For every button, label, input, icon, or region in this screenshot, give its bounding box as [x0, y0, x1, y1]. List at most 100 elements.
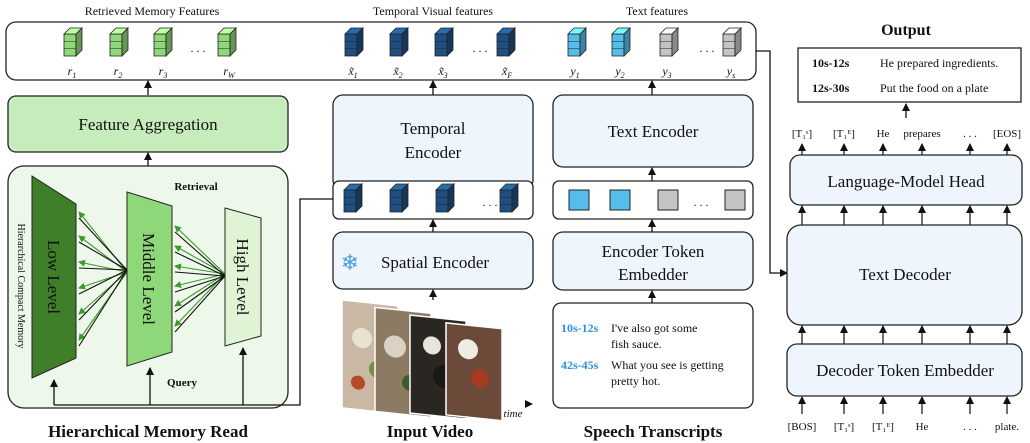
high-level-memory-block — [224, 207, 262, 347]
speech-transcripts-caption: Speech Transcripts — [584, 422, 723, 441]
mid-black-link-6 — [174, 275, 226, 333]
mid-black-link-4 — [174, 275, 226, 293]
temporal-feature-cubes — [344, 27, 516, 57]
middle-level-label: Middle Level — [139, 233, 158, 325]
low-black-link-4 — [78, 269, 128, 295]
input-token-5: . . . — [963, 421, 977, 433]
mid-black-link-2 — [174, 251, 226, 277]
time-axis-arrowhead — [525, 400, 533, 408]
low-green-link-3 — [78, 259, 128, 273]
temporal-label-3: x̃3 — [437, 64, 447, 80]
features-to-decoder-route — [756, 50, 788, 277]
middle-level-memory-block — [126, 191, 173, 367]
text-decoder-box — [786, 224, 1023, 326]
temporal-ellipsis: . . . — [473, 41, 488, 55]
video-token-ellipsis: . . . — [483, 195, 498, 209]
predicted-token-row: [T₁ˢ] [T₁ᴱ] He prepares . . . [EOS] — [792, 128, 1021, 140]
output-1-time: 10s-12s — [812, 56, 850, 70]
input-token-4: He — [916, 421, 929, 433]
language-model-head-box — [789, 154, 1023, 206]
text-token-square-3 — [657, 189, 679, 211]
temporal-encoder-line2: Encoder — [405, 143, 462, 162]
temporal-cube-3 — [434, 27, 454, 57]
temporal-header: Temporal Visual features — [373, 4, 494, 18]
top-feature-panel: Retrieved Memory Features Temporal Visua… — [5, 4, 757, 81]
video-frames — [341, 299, 503, 422]
predicted-token-4: prepares — [903, 128, 940, 140]
text-label-1: y1 — [569, 64, 579, 80]
predicted-token-5: . . . — [963, 128, 977, 140]
hierarchical-memory-read-caption: Hierarchical Memory Read — [48, 422, 248, 441]
input-token-3: [T₁ᴱ] — [872, 421, 894, 433]
retrieved-cube-1 — [63, 27, 83, 57]
retrieved-header: Retrieved Memory Features — [85, 4, 220, 18]
speech-transcripts-section: Text Encoder . . . Encoder Token Embedde… — [552, 94, 754, 441]
text-ellipsis: . . . — [700, 41, 715, 55]
temporal-encoder-line1: Temporal — [401, 119, 466, 138]
output-box — [797, 47, 1022, 103]
low-black-link-3 — [78, 267, 128, 271]
hierarchical-memory-section: Feature Aggregation Hierarchical Compact… — [7, 95, 333, 441]
temporal-label-4: x̃F — [501, 64, 512, 80]
text-encoder-label: Text Encoder — [608, 122, 699, 141]
predicted-token-3: He — [877, 128, 890, 140]
input-token-6: plate. — [995, 421, 1019, 433]
input-token-row: [BOS][T₁ˢ][T₁ᴱ]He. . .plate. — [788, 421, 1020, 433]
memory-connection-lines — [78, 211, 226, 347]
transcript-1-line2: fish sauce. — [611, 337, 662, 351]
mid-green-link-5 — [174, 273, 226, 307]
frozen-snowflake-icon: ❄ — [341, 251, 359, 276]
text-label-4: ys — [726, 64, 735, 80]
temporal-cube-1 — [344, 27, 364, 57]
predicted-token-1: [T₁ˢ] — [792, 128, 812, 140]
embedder-to-decoder-arrows — [798, 325, 1011, 344]
video-token-cube-1 — [343, 183, 363, 213]
temporal-cube-2 — [389, 27, 409, 57]
input-video-caption: Input Video — [387, 422, 473, 441]
query-route-line — [54, 198, 333, 406]
predicted-token-6: [EOS] — [993, 128, 1021, 140]
decoder-token-embedder-box — [786, 343, 1023, 397]
hierarchical-compact-memory-label: Hierarchical Compact Memory — [15, 224, 26, 349]
low-black-link-5 — [78, 269, 128, 321]
query-label: Query — [167, 377, 197, 389]
video-token-cubes — [343, 183, 519, 213]
decoder-to-head-arrows — [798, 205, 1011, 225]
predicted-token-2: [T₁ᴱ] — [833, 128, 855, 140]
video-token-cube-3 — [435, 183, 455, 213]
temporal-cube-4 — [496, 27, 516, 57]
text-cube-1 — [567, 27, 587, 57]
time-label: time — [504, 408, 523, 420]
output-2-time: 12s-30s — [812, 81, 850, 95]
low-black-link-2 — [78, 241, 128, 271]
text-cube-3 — [659, 27, 679, 57]
low-black-link-6 — [78, 269, 128, 347]
video-token-cube-2 — [389, 183, 409, 213]
output-2-text: Put the food on a plate — [880, 81, 988, 95]
encoder-token-embedder-line2: Embedder — [618, 265, 688, 284]
text-token-ellipsis: . . . — [694, 195, 709, 209]
output-title: Output — [881, 22, 931, 39]
transcript-2-time: 42s-45s — [561, 358, 599, 372]
mid-black-link-3 — [174, 271, 226, 277]
text-token-square-4 — [724, 189, 746, 211]
video-token-cube-4 — [499, 183, 519, 213]
text-cube-2 — [611, 27, 631, 57]
retrieved-ellipsis: . . . — [191, 41, 206, 55]
text-label-3: y3 — [661, 64, 671, 80]
low-black-link-1 — [78, 217, 128, 271]
input-token-arrows — [798, 396, 1011, 414]
high-level-label: High Level — [233, 239, 252, 316]
transcript-box — [552, 302, 754, 409]
feature-aggregation-label: Feature Aggregation — [78, 115, 218, 134]
text-feature-cubes — [567, 27, 742, 57]
mid-green-link-1 — [174, 225, 226, 275]
input-token-2: [T₁ˢ] — [834, 421, 854, 433]
low-green-link-4 — [78, 271, 128, 290]
transcript-1-line1: I've also got some — [611, 321, 697, 335]
output-1-text: He prepared ingredients. — [880, 56, 998, 70]
retrieval-label: Retrieval — [174, 181, 217, 193]
retrieved-feature-cubes — [63, 27, 237, 57]
